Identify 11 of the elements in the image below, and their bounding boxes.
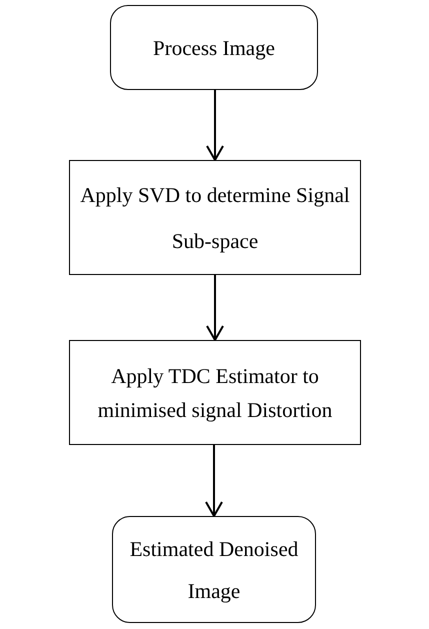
- terminal-box: [112, 516, 316, 623]
- node-text: Apply TDC Estimator to minimised signal Distortion: [96, 362, 334, 424]
- process-box: [69, 160, 361, 275]
- node-text: Apply SVD to determine Signal Sub-space: [79, 182, 351, 254]
- process-box: [69, 340, 361, 445]
- arrow: [205, 445, 223, 517]
- arrow: [206, 90, 224, 161]
- arrow: [206, 275, 224, 341]
- node-text: Estimated Denoised Image: [128, 536, 300, 604]
- terminal-box: [110, 5, 318, 90]
- node-text: Process Image: [153, 34, 275, 62]
